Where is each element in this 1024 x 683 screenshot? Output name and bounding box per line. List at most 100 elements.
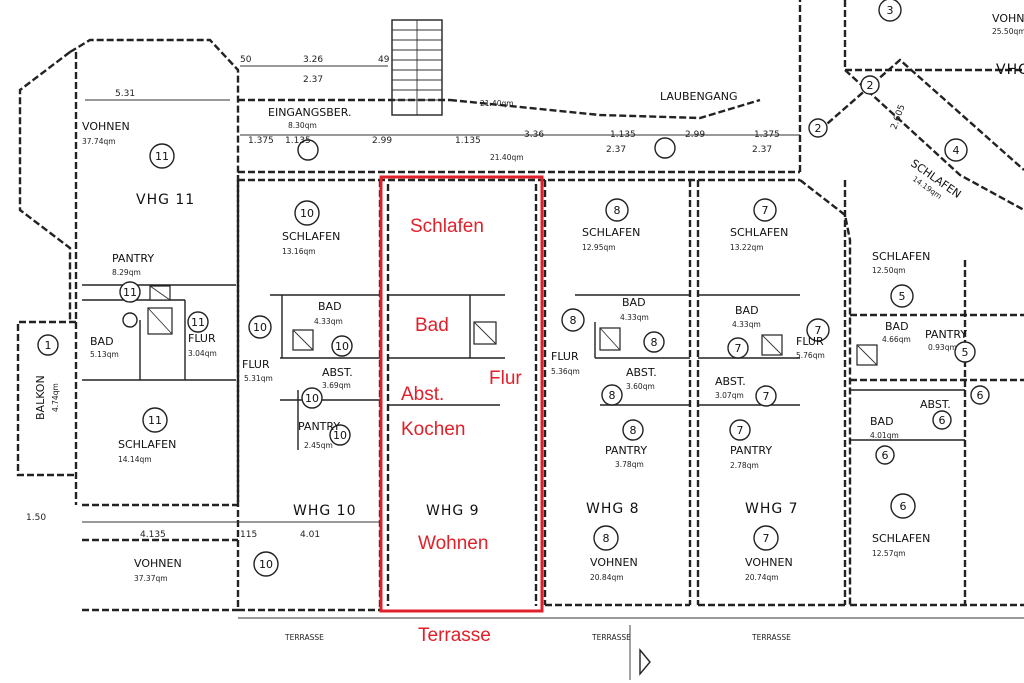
unit-label-8: WHG 8 <box>586 501 640 517</box>
svg-text:TERRASSE: TERRASSE <box>284 633 324 642</box>
svg-text:4.66qm: 4.66qm <box>882 335 911 344</box>
svg-text:8.30qm: 8.30qm <box>288 121 317 130</box>
svg-text:ABST.: ABST. <box>920 398 951 411</box>
svg-text:4.74qm: 4.74qm <box>51 383 60 412</box>
svg-text:20.84qm: 20.84qm <box>590 573 624 582</box>
svg-text:5.13qm: 5.13qm <box>90 350 119 359</box>
svg-text:2.37: 2.37 <box>752 145 772 155</box>
svg-text:VOHNEN: VOHNEN <box>82 120 130 133</box>
svg-text:SCHLAFEN: SCHLAFEN <box>872 250 930 263</box>
svg-text:BALKON: BALKON <box>34 375 47 420</box>
balkon <box>16 320 76 477</box>
svg-text:VOHNEN: VOHNEN <box>134 557 182 570</box>
unit-7-walls <box>696 180 847 607</box>
room-number: 11 <box>123 286 137 299</box>
room-number: 11 <box>191 316 205 329</box>
svg-text:PANTRY: PANTRY <box>112 252 154 265</box>
room-number: 6 <box>939 414 946 427</box>
svg-text:ABST.: ABST. <box>322 366 353 379</box>
svg-text:1.375: 1.375 <box>754 130 780 140</box>
svg-text:1.375: 1.375 <box>248 136 274 146</box>
svg-text:1.135: 1.135 <box>285 136 311 146</box>
svg-text:115: 115 <box>240 530 257 540</box>
svg-text:BAD: BAD <box>318 300 342 313</box>
annotation-schlafen: Schlafen <box>410 216 484 237</box>
room-number: 10 <box>335 340 349 353</box>
terrace-edge <box>238 617 1024 680</box>
svg-text:VOHNEN: VOHNEN <box>745 556 793 569</box>
svg-text:8.29qm: 8.29qm <box>112 268 141 277</box>
room-number: 6 <box>977 389 984 402</box>
svg-text:4.135: 4.135 <box>140 530 166 540</box>
room-number: 7 <box>815 324 822 337</box>
annotation-bad: Bad <box>415 315 449 336</box>
unit-label-9: WHG 9 <box>426 503 480 519</box>
svg-text:BAD: BAD <box>90 335 114 348</box>
room-number: 6 <box>900 500 907 513</box>
svg-text:VOHNEN: VOHNEN <box>590 556 638 569</box>
dimension-labels: 5.31 3.26 2.37 50 49 1.375 1.135 2.99 1.… <box>26 55 908 540</box>
svg-text:21.40qm: 21.40qm <box>480 99 514 108</box>
unit-8-walls <box>543 180 692 607</box>
svg-text:13.22qm: 13.22qm <box>730 243 764 252</box>
svg-text:FLUR: FLUR <box>242 358 270 371</box>
unit-label-right: VHG <box>996 62 1024 78</box>
svg-text:2.99: 2.99 <box>372 136 392 146</box>
corridor-walls <box>238 19 800 182</box>
svg-text:37.74qm: 37.74qm <box>82 137 116 146</box>
svg-text:1.50: 1.50 <box>26 513 46 523</box>
svg-text:12.50qm: 12.50qm <box>872 266 906 275</box>
room-number: 8 <box>651 336 658 349</box>
svg-text:4.01qm: 4.01qm <box>870 431 899 440</box>
room-number: 10 <box>305 392 319 405</box>
svg-text:PANTRY: PANTRY <box>925 328 967 341</box>
svg-text:3.04qm: 3.04qm <box>188 349 217 358</box>
room-number: 7 <box>737 424 744 437</box>
svg-text:5.31: 5.31 <box>115 89 135 99</box>
right-wing-walls <box>798 0 1024 607</box>
svg-text:TERRASSE: TERRASSE <box>751 633 791 642</box>
svg-text:PANTRY: PANTRY <box>605 444 647 457</box>
svg-text:2.78qm: 2.78qm <box>730 461 759 470</box>
svg-text:3.60qm: 3.60qm <box>626 382 655 391</box>
svg-text:37.37qm: 37.37qm <box>134 574 168 583</box>
svg-text:3.69qm: 3.69qm <box>322 381 351 390</box>
unit-label-7: WHG 7 <box>745 501 799 517</box>
room-number: 4 <box>953 144 960 157</box>
svg-text:BAD: BAD <box>870 415 894 428</box>
unit-label-11: VHG 11 <box>136 192 195 208</box>
highlight-frame <box>379 175 544 613</box>
svg-text:49: 49 <box>378 55 390 65</box>
svg-text:SCHLAFEN: SCHLAFEN <box>872 532 930 545</box>
svg-text:ABST.: ABST. <box>626 366 657 379</box>
svg-text:FLUR: FLUR <box>188 332 216 345</box>
unit-10-walls <box>82 180 382 612</box>
room-number: 7 <box>763 532 770 545</box>
room-number: 8 <box>603 532 610 545</box>
svg-text:5.31qm: 5.31qm <box>244 374 273 383</box>
svg-text:5.36qm: 5.36qm <box>551 367 580 376</box>
room-number: 8 <box>614 204 621 217</box>
room-number: 2 <box>815 122 822 135</box>
svg-text:4.01: 4.01 <box>300 530 320 540</box>
svg-text:2.37: 2.37 <box>606 145 626 155</box>
svg-text:3.36: 3.36 <box>524 130 544 140</box>
room-number: 11 <box>148 414 162 427</box>
svg-text:BAD: BAD <box>622 296 646 309</box>
svg-text:4.33qm: 4.33qm <box>314 317 343 326</box>
svg-text:12.95qm: 12.95qm <box>582 243 616 252</box>
svg-text:12.57qm: 12.57qm <box>872 549 906 558</box>
svg-text:5.76qm: 5.76qm <box>796 351 825 360</box>
svg-text:13.16qm: 13.16qm <box>282 247 316 256</box>
svg-text:ABST.: ABST. <box>715 375 746 388</box>
room-number: 1 <box>45 339 52 352</box>
annotation-wohnen: Wohnen <box>418 533 488 554</box>
svg-text:SCHLAFEN: SCHLAFEN <box>282 230 340 243</box>
room-number-markers: 11 11 11 1 11 10 10 10 10 10 10 8 8 8 8 … <box>37 0 990 577</box>
svg-text:EINGANGSBER.: EINGANGSBER. <box>268 106 351 119</box>
svg-text:4.33qm: 4.33qm <box>620 313 649 322</box>
room-number: 8 <box>630 424 637 437</box>
bathroom-fixtures <box>147 285 314 351</box>
svg-text:25.50qm: 25.50qm <box>992 27 1024 36</box>
